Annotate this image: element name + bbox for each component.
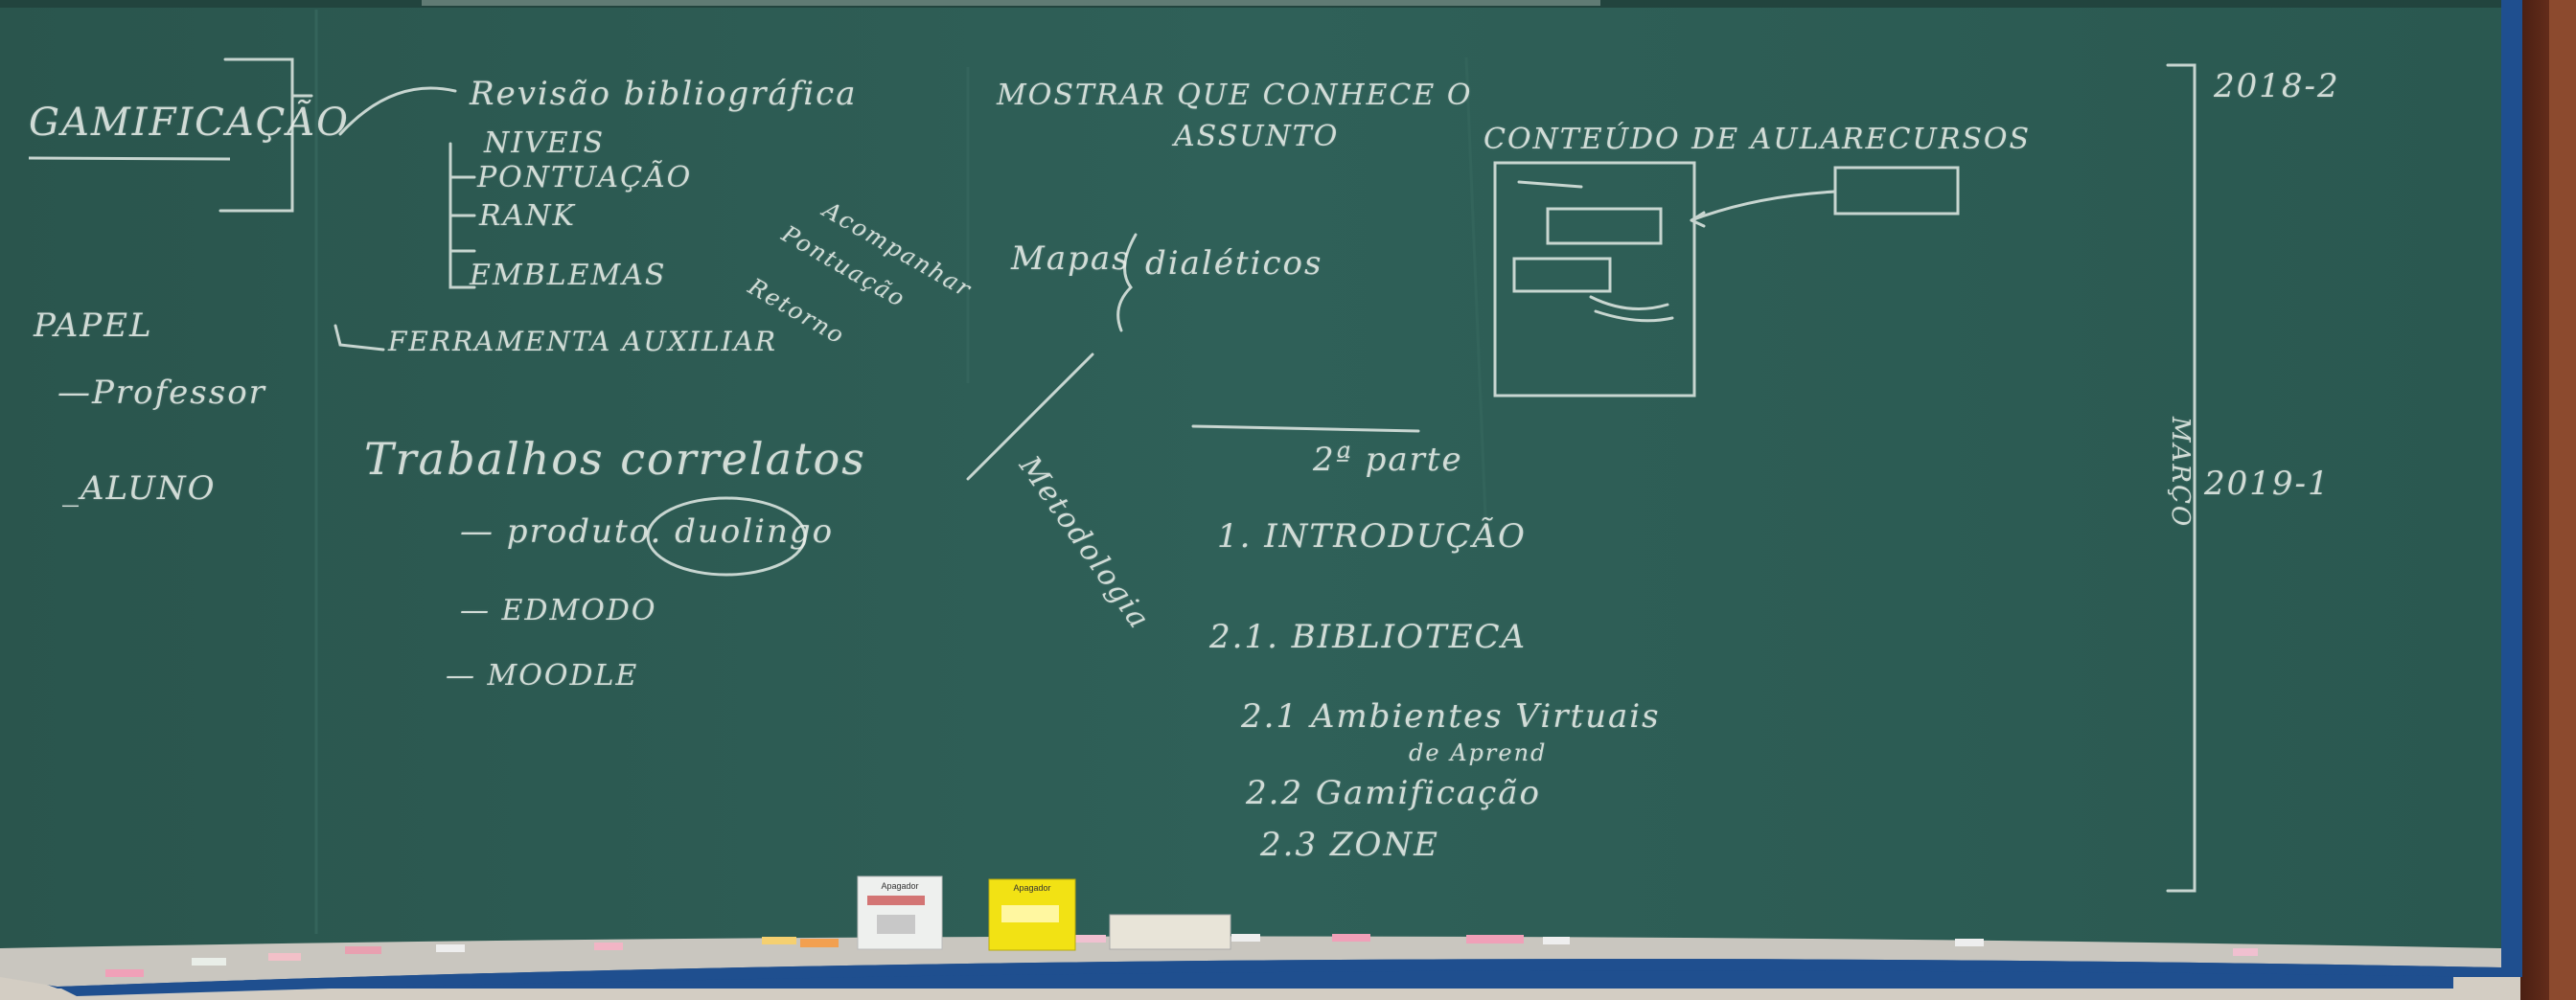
parte-text: 2ª parte (1313, 441, 1463, 479)
outline-zone: 2.3 ZONE (1260, 826, 1439, 864)
outline-introducao: 1. INTRODUÇÃO (1217, 517, 1527, 556)
revisao-item-rank: RANK (479, 199, 576, 233)
eraser-box-white (857, 875, 943, 950)
aluno-text: _ALUNO (62, 469, 217, 508)
revisao-item-pontuacao: PONTUAÇÃO (477, 161, 693, 194)
outline-aprend: de Aprend (1409, 739, 1548, 766)
gamificacao-text: GAMIFICAÇÃO (29, 101, 350, 145)
year-2019-1: 2019-1 (2204, 465, 2331, 503)
eraser-box-yellow (988, 878, 1076, 951)
chalk-tray (0, 936, 2501, 987)
trabalhos-heading: Trabalhos correlatos (364, 433, 866, 485)
outline-biblioteca: 2.1. BIBLIOTECA (1209, 618, 1528, 656)
mostrar-line2: ASSUNTO (1174, 120, 1340, 153)
outline-gamificacao: 2.2 Gamificação (1246, 774, 1541, 812)
papel-text: PAPEL (34, 307, 153, 345)
chalk-sticks (105, 934, 2258, 977)
conteudo-aula-text: CONTEÚDO DE AULA (1484, 123, 1844, 156)
trabalho-item-produto: — produto. duolingo (460, 512, 835, 551)
trabalho-item-edmodo: — EDMODO (460, 594, 657, 627)
revisao-item-niveis: NIVEIS (484, 126, 606, 160)
mostrar-line1: MOSTRAR QUE CONHECE O (997, 79, 1473, 112)
board-surface (0, 0, 2501, 958)
ferramenta-text: FERRAMENTA AUXILIAR (388, 326, 777, 357)
eraser-box-1-label: Apagador (881, 881, 919, 891)
eraser-box-2-label: Apagador (1013, 883, 1051, 893)
outline-ambientes: 2.1 Ambientes Virtuais (1241, 697, 1661, 736)
recursos-text: RECURSOS (1842, 123, 2032, 156)
professor-text: —Professor (58, 374, 266, 412)
trabalho-item-moodle: — MOODLE (446, 659, 639, 693)
marco-text: MARÇO (2166, 417, 2195, 529)
bracket-left-chalk (218, 57, 294, 213)
revisao-item-emblemas: EMBLEMAS (470, 259, 667, 292)
revisao-heading: Revisão bibliográfica (470, 75, 858, 113)
year-2018-2: 2018-2 (2214, 67, 2340, 105)
dialeticos-text: dialéticos (1145, 244, 1323, 283)
eraser-felt (1109, 914, 1231, 950)
mapas-text: Mapas (1011, 239, 1131, 278)
